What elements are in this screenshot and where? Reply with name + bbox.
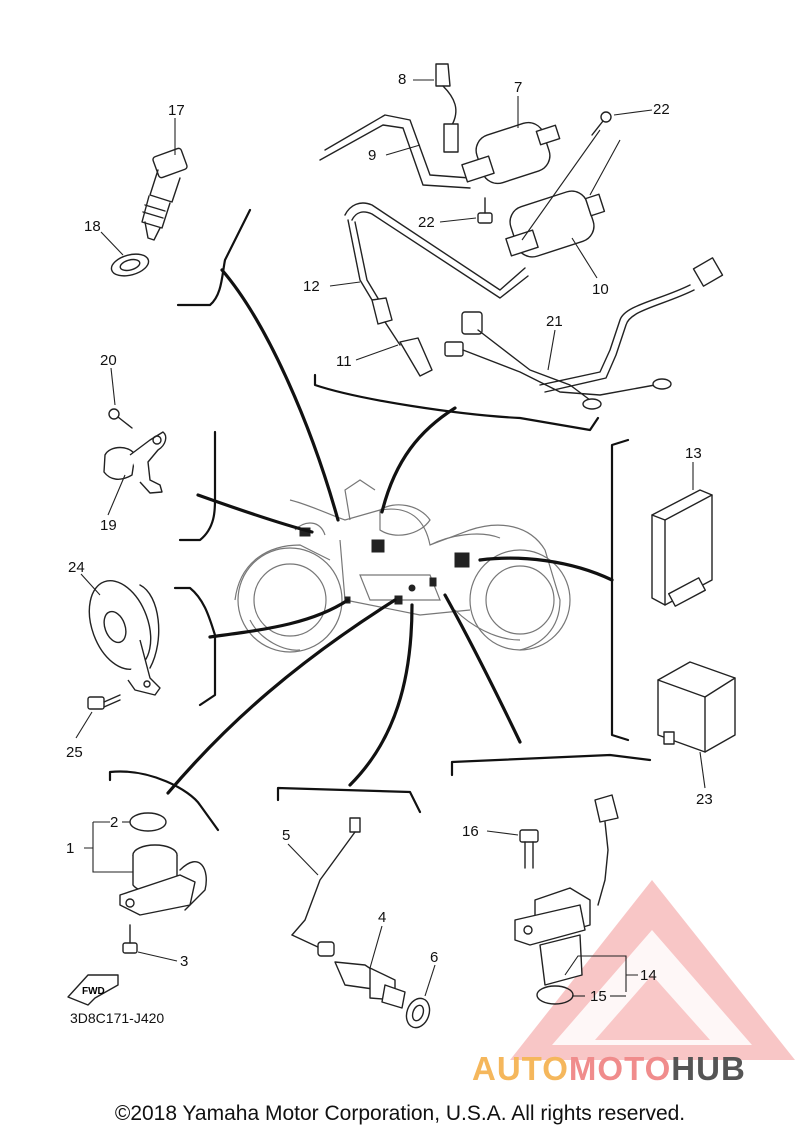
- callout-8: 8: [398, 71, 406, 88]
- part-12-high-tension-cord: [344, 202, 529, 301]
- callout-1: 1: [66, 840, 74, 857]
- group-brackets: [108, 208, 652, 832]
- location-connectors: [166, 268, 614, 795]
- part-16-bolt: [519, 829, 539, 869]
- part-23-relay: [657, 661, 736, 753]
- part-21-sub-wire-harness: [444, 257, 724, 410]
- part-11-plug-cap: [371, 297, 433, 377]
- part-22-bolt-mid: [477, 197, 493, 224]
- part-24-horn: [88, 580, 161, 696]
- callout-22-top: 22: [653, 101, 670, 118]
- callout-4: 4: [378, 909, 386, 926]
- callout-7: 7: [514, 79, 522, 96]
- callout-5: 5: [282, 827, 290, 844]
- fwd-arrow-icon: FWD: [67, 974, 119, 1006]
- callout-18: 18: [84, 218, 101, 235]
- callout-17: 17: [168, 102, 185, 119]
- drawing-code: 3D8C171-J420: [70, 1010, 165, 1026]
- part-3-screw: [122, 924, 138, 954]
- callout-10: 10: [592, 281, 609, 298]
- callout-24: 24: [68, 559, 85, 576]
- callout-25: 25: [66, 744, 83, 761]
- callout-21: 21: [546, 313, 563, 330]
- part-13-ecu: [651, 489, 713, 607]
- callout-12: 12: [303, 278, 320, 295]
- part-19-sensor: [103, 431, 167, 494]
- callout-6: 6: [430, 949, 438, 966]
- callout-9: 9: [368, 147, 376, 164]
- callout-19: 19: [100, 517, 117, 534]
- watermark-part-1: AUTO: [472, 1050, 569, 1087]
- part-15-o-ring: [536, 985, 574, 1005]
- part-17-temperature-sensor: [141, 147, 188, 241]
- watermark-logo: [510, 880, 795, 1060]
- copyright-notice: ©2018 Yamaha Motor Corporation, U.S.A. A…: [114, 1102, 686, 1125]
- part-10-ignition-coil: [505, 190, 606, 258]
- ecu-location-marker: [454, 552, 470, 568]
- callout-22-mid: 22: [418, 214, 435, 231]
- callout-20: 20: [100, 352, 117, 369]
- watermark-text: AUTOMOTOHUB: [472, 1050, 800, 1088]
- part-25-bolt: [87, 694, 121, 710]
- callout-15: 15: [590, 988, 607, 1005]
- part-9-high-tension-cord: [319, 114, 471, 189]
- callout-16: 16: [462, 823, 479, 840]
- part-6-gasket: [405, 997, 431, 1029]
- callout-13: 13: [685, 445, 702, 462]
- coil-location-marker: [371, 539, 385, 553]
- part-14-speed-sensor: [514, 794, 619, 986]
- watermark-part-2: MOTO: [568, 1050, 672, 1087]
- leader-lines: [75, 79, 706, 997]
- part-8-plug-cap: [435, 63, 459, 153]
- part-20-screw: [108, 408, 133, 429]
- callout-2: 2: [110, 814, 118, 831]
- callout-11: 11: [336, 353, 352, 370]
- part-22-bolt-top: [591, 111, 612, 136]
- motorcycle-outline: [234, 479, 571, 653]
- part-2-o-ring: [129, 812, 167, 832]
- part-1-sensor: [119, 844, 207, 916]
- part-18-washer: [110, 253, 150, 277]
- callout-numbers: 17 18 20 19 24 25 8 9 7 22 22 10 12 11 2…: [66, 71, 713, 1005]
- callout-3: 3: [180, 953, 188, 970]
- callout-14: 14: [640, 967, 657, 984]
- part-7-ignition-coil: [461, 121, 561, 185]
- part-5-lead-wire: [291, 817, 361, 957]
- watermark-part-3: HUB: [671, 1050, 746, 1087]
- callout-23: 23: [696, 791, 713, 808]
- fwd-label: FWD: [82, 986, 105, 997]
- part-4-sender: [334, 961, 406, 1009]
